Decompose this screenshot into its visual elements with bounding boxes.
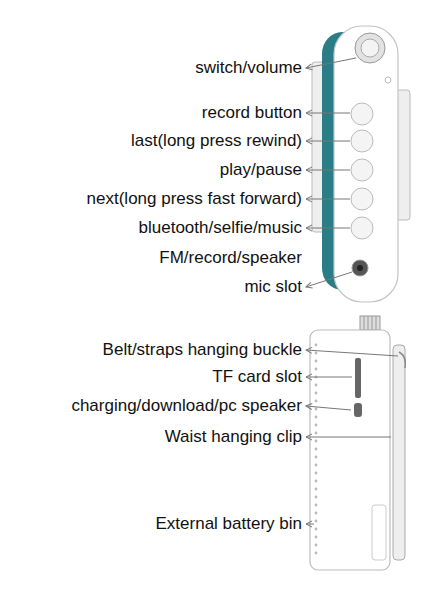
part-label: mic slot [244, 277, 302, 297]
part-label: last(long press rewind) [131, 131, 302, 151]
part-label: next(long press fast forward) [87, 189, 302, 209]
part-label: switch/volume [195, 58, 302, 78]
part-label: Belt/straps hanging buckle [103, 340, 302, 360]
part-label: TF card slot [212, 367, 302, 387]
part-label: record button [202, 103, 302, 123]
part-label: External battery bin [156, 514, 302, 534]
part-label: bluetooth/selfie/music [139, 218, 302, 238]
part-label: FM/record/speaker [159, 248, 302, 268]
part-label: Waist hanging clip [165, 427, 302, 447]
part-label: play/pause [220, 160, 302, 180]
part-label: charging/download/pc speaker [71, 396, 302, 416]
